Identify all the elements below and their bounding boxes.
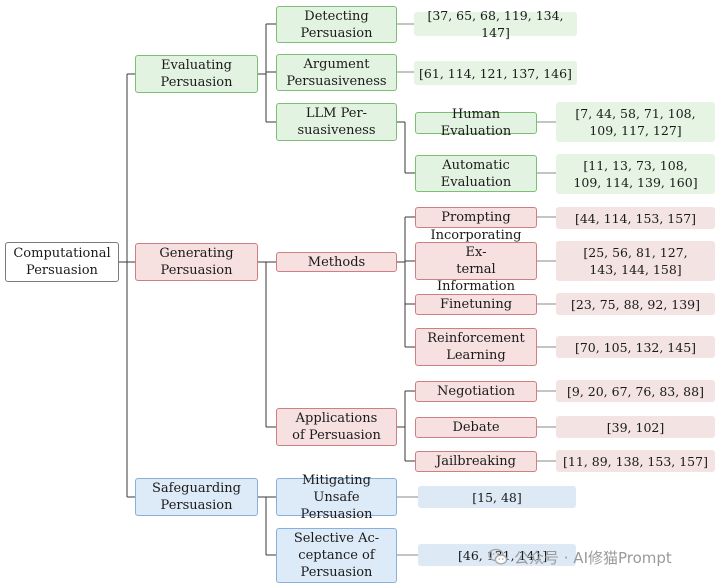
node-detecting-persuasion: Detecting Persuasion: [276, 6, 397, 43]
refs-incorporating-external-information: [25, 56, 81, 127, 143, 144, 158]: [556, 241, 715, 281]
node-selective-acceptance-of-persuasion: Selective Ac- ceptance of Persuasion: [276, 528, 397, 583]
refs-jailbreaking: [11, 89, 138, 153, 157]: [556, 450, 715, 472]
node-llm-persuasiveness: LLM Per- suasiveness: [276, 103, 397, 141]
node-negotiation: Negotiation: [415, 381, 537, 402]
refs-human-evaluation: [7, 44, 58, 71, 108, 109, 117, 127]: [556, 102, 715, 142]
refs-automatic-evaluation: [11, 13, 73, 108, 109, 114, 139, 160]: [556, 154, 715, 194]
refs-finetuning: [23, 75, 88, 92, 139]: [556, 293, 715, 315]
node-automatic-evaluation: Automatic Evaluation: [415, 155, 537, 192]
refs-detecting-persuasion: [37, 65, 68, 119, 134, 147]: [414, 8, 577, 40]
refs-reinforcement-learning: [70, 105, 132, 145]: [556, 336, 715, 358]
node-human-evaluation: Human Evaluation: [415, 107, 537, 139]
watermark: 公众号 · AI修猫Prompt: [488, 545, 716, 569]
node-computational-persuasion: Computational Persuasion: [5, 242, 119, 282]
node-applications-of-persuasion: Applications of Persuasion: [276, 408, 397, 446]
node-debate: Debate: [415, 417, 537, 438]
node-mitigating-unsafe-persuasion: Mitigating Unsafe Persuasion: [276, 473, 397, 522]
refs-prompting: [44, 114, 153, 157]: [556, 207, 715, 229]
node-safeguarding-persuasion: Safeguarding Persuasion: [135, 478, 258, 516]
node-generating-persuasion: Generating Persuasion: [135, 243, 258, 281]
refs-mitigating-unsafe-persuasion: [15, 48]: [418, 486, 576, 508]
node-evaluating-persuasion: Evaluating Persuasion: [135, 55, 258, 93]
node-jailbreaking: Jailbreaking: [415, 451, 537, 472]
node-argument-persuasiveness: Argument Persuasiveness: [276, 54, 397, 91]
watermark-text: 公众号 · AI修猫Prompt: [514, 548, 672, 567]
node-methods: Methods: [276, 252, 397, 272]
wechat-icon: [488, 548, 508, 565]
node-reinforcement-learning: Reinforcement Learning: [415, 328, 537, 366]
node-finetuning: Finetuning: [415, 294, 537, 315]
refs-negotiation: [9, 20, 67, 76, 83, 88]: [556, 380, 715, 402]
node-prompting: Prompting: [415, 207, 537, 228]
refs-argument-persuasiveness: [61, 114, 121, 137, 146]: [414, 61, 577, 85]
refs-debate: [39, 102]: [556, 416, 715, 438]
node-incorporating-external-information: Incorporating Ex- ternal Information: [415, 228, 537, 294]
